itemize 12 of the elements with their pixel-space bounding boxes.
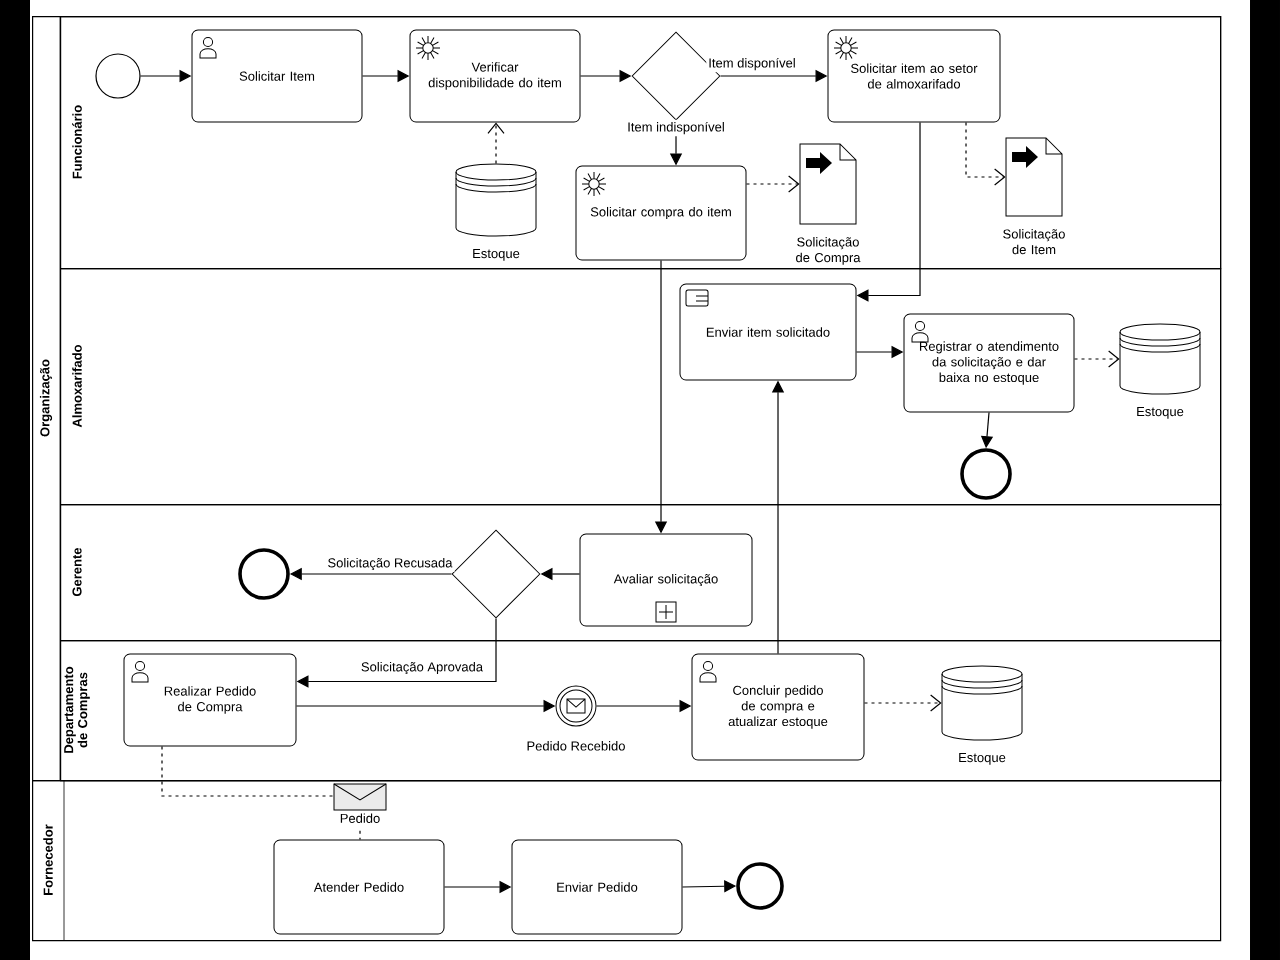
- association-line: [965, 121, 1006, 186]
- association-line: [745, 175, 800, 193]
- association-line: [487, 122, 505, 165]
- end-event: [736, 862, 784, 910]
- association-line: [1073, 350, 1120, 368]
- end-event: [960, 448, 1012, 500]
- start-event: [95, 53, 141, 99]
- association-line: [359, 830, 361, 841]
- association-line: [161, 745, 335, 797]
- end-event: [238, 548, 290, 600]
- gateway-diamond: [451, 529, 541, 619]
- association-line: [863, 694, 942, 712]
